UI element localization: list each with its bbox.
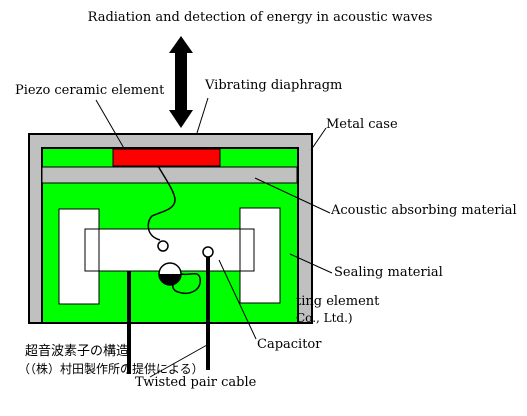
terminal-right xyxy=(202,246,214,258)
jp-structure-label: 超音波素子の構造 xyxy=(25,343,129,359)
diaphragm-label: Vibrating diaphragm xyxy=(204,78,342,93)
leader-lines xyxy=(95,97,333,378)
diagram-title: Radiation and detection of energy in aco… xyxy=(88,10,433,25)
capacitor-label: Capacitor xyxy=(257,337,322,352)
cable-lead-right xyxy=(206,257,210,370)
piezo-wire xyxy=(147,165,176,241)
double-arrow-icon xyxy=(169,36,193,128)
metal-case-label: Metal case xyxy=(326,117,398,132)
partial-element-label: ting element xyxy=(296,294,380,309)
absorbing-label: Acoustic absorbing material xyxy=(330,203,517,218)
cable-lead-left xyxy=(127,271,131,374)
terminal-left xyxy=(157,240,169,252)
jp-credit-label: （（株）村田製作所の提供による） xyxy=(18,361,204,376)
cable-label: Twisted pair cable xyxy=(135,375,257,390)
absorbing-layer xyxy=(41,166,298,184)
capacitor-symbol xyxy=(158,262,201,294)
piezo-label: Piezo ceramic element xyxy=(15,83,165,98)
sealing-label: Sealing material xyxy=(334,265,443,280)
partial-ltd-label: Co., Ltd.) xyxy=(296,311,353,325)
piezo-element xyxy=(112,148,221,167)
